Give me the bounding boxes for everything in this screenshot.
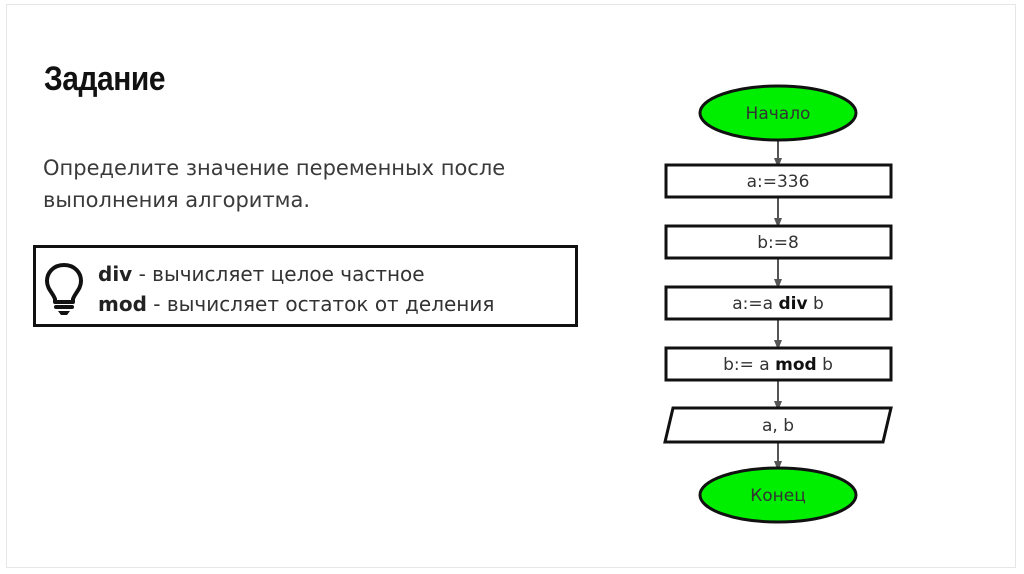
step4-pre: b:= a xyxy=(723,355,775,375)
step4-post: b xyxy=(817,355,833,375)
start-node: Начало xyxy=(698,84,858,142)
process-node-2: b:=8 xyxy=(664,224,893,260)
hint-box: div - вычисляет целое частное mod - вычи… xyxy=(33,245,578,327)
hint-mod-text: - вычисляет остаток от деления xyxy=(146,292,495,316)
slide-frame xyxy=(6,4,1016,568)
start-label: Начало xyxy=(746,104,811,124)
step3-post: b xyxy=(808,294,824,314)
keyword-div: div xyxy=(98,262,133,286)
process-node-4: b:= a mod b xyxy=(664,346,893,382)
step3-keyword: div xyxy=(778,294,807,314)
hint-div: div - вычисляет целое частное xyxy=(98,262,425,286)
end-label: Конец xyxy=(750,486,806,506)
step4-keyword: mod xyxy=(775,355,817,375)
step3-label: a:=a div b xyxy=(732,294,824,314)
process-node-1: a:=336 xyxy=(664,163,893,199)
task-description: Определите значение переменных после вып… xyxy=(43,152,583,216)
task-line-2: выполнения алгоритма. xyxy=(43,188,311,212)
step4-label: b:= a mod b xyxy=(723,355,833,375)
hint-mod: mod - вычисляет остаток от деления xyxy=(98,292,494,316)
step1-label: a:=336 xyxy=(747,172,810,192)
hint-div-text: - вычисляет целое частное xyxy=(132,262,425,286)
process-node-3: a:=a div b xyxy=(664,285,893,321)
slide-title: Задание xyxy=(44,60,166,98)
lightbulb-icon xyxy=(45,263,83,315)
end-node: Конец xyxy=(698,466,858,524)
output-node: a, b xyxy=(663,406,893,444)
output-label: a, b xyxy=(762,416,794,436)
task-line-1: Определите значение переменных после xyxy=(43,156,506,180)
step3-pre: a:=a xyxy=(732,294,778,314)
keyword-mod: mod xyxy=(98,292,147,316)
step2-label: b:=8 xyxy=(757,233,799,253)
